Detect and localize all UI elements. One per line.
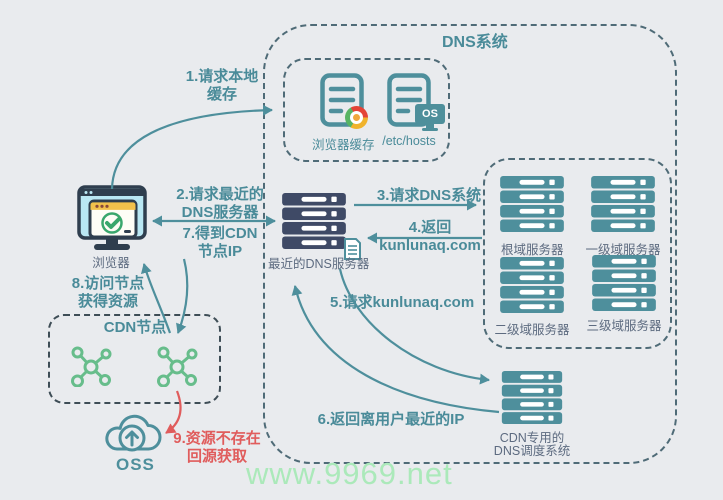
level3-domain-server-icon bbox=[592, 255, 656, 311]
nearest-dns-server-icon bbox=[278, 193, 350, 249]
step3-label: 3.请求DNS系统 bbox=[376, 187, 482, 204]
arrow-step1 bbox=[110, 104, 273, 190]
oss-label: OSS bbox=[116, 455, 155, 474]
step6-label: 6.返回离用户最近的IP bbox=[317, 411, 465, 428]
dns-system-title: DNS系统 bbox=[442, 34, 508, 51]
step4-label: 4.返回 kunlunaq.com bbox=[379, 219, 481, 254]
step7-label: 7.得到CDN 节点IP bbox=[182, 225, 258, 260]
cdn-dns-scheduler-label-line1: CDN专用的 bbox=[499, 431, 565, 445]
step2-label: 2.请求最近的 DNS服务器 bbox=[176, 186, 264, 221]
browser-icon bbox=[77, 185, 147, 250]
cdn-node-left-icon bbox=[69, 343, 113, 387]
cdn-node-right-icon bbox=[155, 343, 199, 387]
level1-domain-server-label: 一级域服务器 bbox=[585, 243, 661, 257]
root-domain-server-label: 根域服务器 bbox=[501, 243, 564, 257]
etc-hosts-label: /etc/hosts bbox=[382, 134, 436, 148]
watermark: www.9969.net bbox=[246, 456, 453, 491]
step5-label: 5.请求kunlunaq.com bbox=[330, 294, 475, 311]
step9-label: 9.资源不存在 回源获取 bbox=[173, 430, 261, 465]
cdn-node-box bbox=[48, 314, 221, 404]
step8-label: 8.访问节点 获得资源 bbox=[71, 275, 145, 310]
dns-system-box bbox=[263, 24, 677, 464]
root-domain-server-icon bbox=[500, 176, 564, 232]
chrome-icon bbox=[345, 106, 368, 129]
domain-servers-box bbox=[483, 158, 672, 349]
level2-domain-server-label: 二级域服务器 bbox=[494, 323, 570, 337]
os-monitor-icon: OS bbox=[413, 104, 447, 134]
level3-domain-server-label: 三级域服务器 bbox=[586, 319, 662, 333]
cdn-dns-scheduler-icon bbox=[500, 371, 564, 424]
browser-label: 浏览器 bbox=[92, 256, 130, 270]
dns-record-document-icon bbox=[344, 238, 361, 260]
cdn-dns-scheduler-label-line2: DNS调度系统 bbox=[493, 444, 571, 458]
browser-cache-label: 浏览器缓存 bbox=[312, 138, 375, 152]
level2-domain-server-icon bbox=[500, 257, 564, 313]
os-badge-label: OS bbox=[415, 104, 445, 124]
nearest-dns-server-label: 最近的DNS服务器 bbox=[268, 257, 370, 271]
cdn-node-title: CDN节点 bbox=[103, 319, 167, 336]
oss-cloud-icon bbox=[105, 414, 162, 452]
local-cache-box bbox=[283, 58, 450, 162]
level1-domain-server-icon bbox=[591, 176, 655, 232]
step1-label: 1.请求本地 缓存 bbox=[185, 68, 259, 103]
